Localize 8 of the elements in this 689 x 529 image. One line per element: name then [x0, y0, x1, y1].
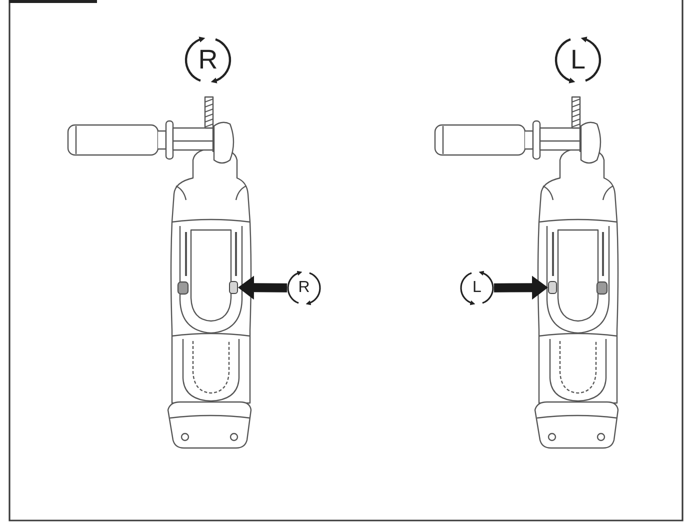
direction-letter: L: [472, 280, 482, 296]
direction-letter: R: [198, 46, 218, 74]
direction-letter: L: [570, 46, 586, 74]
direction-switch: [229, 281, 238, 294]
arrow: [238, 276, 288, 300]
direction-letter: R: [298, 280, 310, 296]
arrow: [494, 276, 548, 300]
direction-switch: [548, 281, 557, 294]
